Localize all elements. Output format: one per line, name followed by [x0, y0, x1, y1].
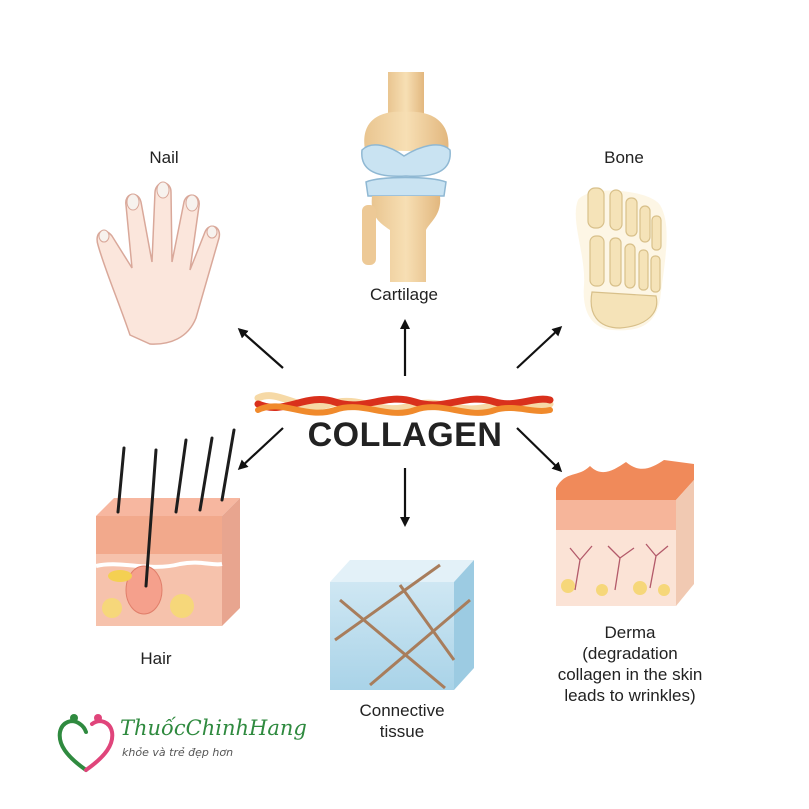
heart-figure-icon: [57, 714, 115, 772]
label-derma-line3: collagen in the skin: [557, 665, 703, 684]
derma-skin-icon: [556, 460, 694, 606]
label-hair: Hair: [140, 649, 172, 668]
foot-bone-icon: [575, 187, 667, 331]
hair-follicle-icon: [95, 428, 240, 626]
label-bone: Bone: [604, 148, 644, 167]
knee-joint-icon: [361, 72, 451, 282]
arrow-icon: [237, 427, 284, 471]
label-nail: Nail: [149, 148, 179, 167]
label-connective-line1: Connective: [359, 701, 445, 720]
label-connective-tissue: Connective tissue: [322, 700, 482, 742]
arrows: [237, 319, 563, 527]
brand-logo: ThuốcChinhHang khỏe và trẻ đẹp hơn: [56, 712, 316, 782]
hand-icon: [96, 181, 221, 345]
label-derma-line4: leads to wrinkles): [564, 686, 696, 705]
connective-tissue-icon: [330, 560, 474, 690]
arrow-icon: [516, 427, 563, 473]
label-derma-line2: (degradation: [582, 644, 678, 663]
label-connective-line2: tissue: [379, 722, 425, 741]
label-derma-line1: Derma: [604, 623, 656, 642]
arrow-icon: [516, 325, 563, 369]
brand-name: ThuốcChinhHang: [120, 716, 307, 740]
brand-tagline: khỏe và trẻ đẹp hơn: [122, 746, 234, 759]
collagen-title: COLLAGEN: [307, 416, 503, 454]
label-cartilage: Cartilage: [369, 285, 439, 304]
label-derma: Derma (degradation collagen in the skin …: [540, 622, 720, 706]
collagen-fiber-icon: [254, 392, 554, 416]
arrow-icon: [237, 328, 284, 369]
